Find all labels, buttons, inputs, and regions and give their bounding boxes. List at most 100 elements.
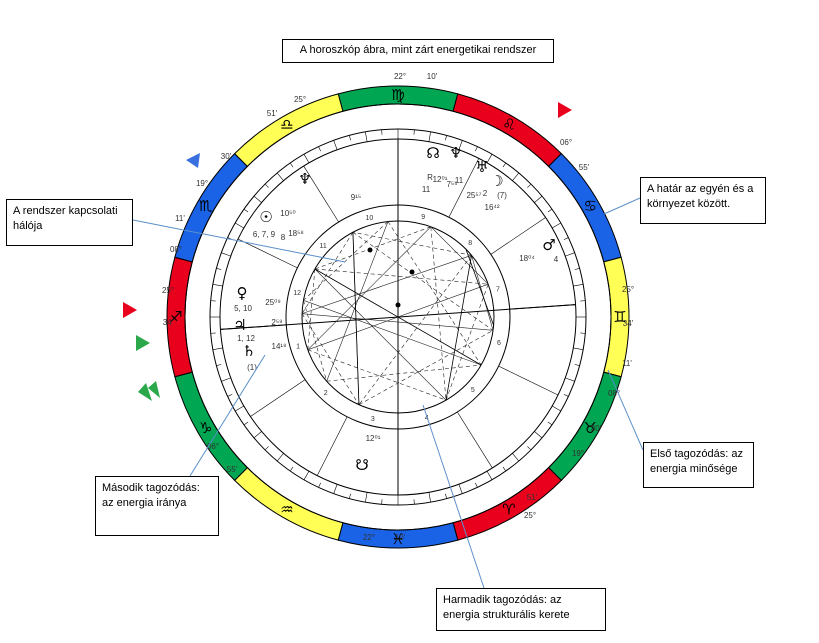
degree-tick <box>349 493 351 499</box>
chart-labels: 22°10'06°55'25°34'11'08°30'19°51'25°22°1… <box>162 72 634 542</box>
house-number: 3 <box>371 416 375 423</box>
blue-triangle-marker <box>186 153 200 168</box>
aspect-line <box>301 313 360 405</box>
aspect-line <box>314 268 447 401</box>
aspect-line <box>358 255 472 405</box>
cusp-minute: 10' <box>395 533 406 542</box>
degree-tick <box>458 140 463 150</box>
zodiac-glyph: ♒ <box>280 500 293 518</box>
degree-tick <box>243 421 249 426</box>
house-number: 9 <box>421 214 425 221</box>
degree-tick <box>428 131 431 142</box>
planet-glyph: ☉ <box>259 208 272 226</box>
aspect-line <box>445 255 472 401</box>
aspect-line <box>307 349 447 401</box>
planet-house: 4 <box>554 255 559 264</box>
zodiac-glyph: ♊ <box>613 308 626 326</box>
degree-tick <box>349 135 351 141</box>
degree-tick <box>552 222 561 229</box>
degree-tick <box>475 146 478 152</box>
degree-tick <box>303 154 310 163</box>
zodiac-ring: ♍♌♋♊♉♈♓♒♑♐♏♎ <box>166 85 630 549</box>
degree-tick <box>573 347 584 350</box>
planet-glyph: ☊ <box>426 144 439 162</box>
planet-glyph: ♄ <box>242 342 255 360</box>
degree-tick <box>547 208 553 213</box>
cusp-degree: 22° <box>394 72 406 81</box>
planet-house: (1) <box>247 363 257 372</box>
degree-tick <box>552 405 561 412</box>
planet-glyph: ♃ <box>233 316 246 334</box>
house-number: 5 <box>471 387 475 394</box>
planet-degree: 8 <box>281 233 286 242</box>
planet-extra: 11 <box>422 185 431 194</box>
callout-network: A rendszer kapcsolati hálója <box>6 199 133 246</box>
degree-tick <box>365 492 368 503</box>
planet-house: 6, 7, 9 <box>253 230 276 239</box>
planet-degree: 25⁰⁹ <box>265 298 281 307</box>
planet-degree: 14¹⁸ <box>272 342 287 351</box>
degree-ticks <box>210 129 586 505</box>
degree-tick <box>216 268 222 270</box>
red-triangle-marker <box>558 102 572 118</box>
green-triangle-marker <box>148 381 160 398</box>
house-number: 8 <box>468 240 472 247</box>
aspect-line <box>301 255 472 314</box>
degree-tick <box>574 268 580 270</box>
leader-second <box>189 354 266 477</box>
planet-degree: 7⁵⁵ <box>446 180 457 189</box>
aspect-node <box>367 247 373 253</box>
misc-degree: 18⁵⁸ <box>288 229 304 238</box>
degree-tick <box>227 394 233 397</box>
zodiac-glyph: ♑ <box>199 419 212 437</box>
cusp-degree: 22° <box>363 533 375 542</box>
house-number: 2 <box>324 390 328 397</box>
degree-tick <box>502 162 507 168</box>
house-cusp-line <box>237 238 298 269</box>
green-triangle-marker <box>136 335 150 351</box>
degree-tick <box>445 135 447 141</box>
degree-tick <box>365 131 368 142</box>
cusp-minute: 25° <box>294 95 306 104</box>
degree-tick <box>512 172 520 181</box>
cusp-degree: 25° <box>622 285 634 294</box>
degree-tick <box>221 252 231 257</box>
degree-tick <box>289 162 294 168</box>
degree-tick <box>235 222 244 229</box>
cusp-minute: 08° <box>170 245 182 254</box>
aspect-line <box>358 330 494 405</box>
aspect-line <box>326 221 389 382</box>
planet-degree: 18⁰⁴ <box>519 254 535 263</box>
planet-glyph: ♅ <box>475 158 488 176</box>
planet-glyph: ☋ <box>355 456 368 474</box>
aspect-line <box>301 232 354 314</box>
house-cusp-line <box>303 165 339 223</box>
aspect-line <box>307 226 432 351</box>
planet-extra: 10⁵⁰ <box>280 209 295 218</box>
zodiac-glyph: ♓ <box>391 530 404 548</box>
degree-tick <box>253 195 262 203</box>
planet-house: 2 <box>483 189 488 198</box>
leader-third <box>422 404 485 589</box>
degree-tick <box>289 466 294 472</box>
degree-tick <box>502 466 507 472</box>
zodiac-glyph: ♐ <box>169 308 182 326</box>
degree-tick <box>428 492 431 503</box>
house-cusp-line <box>457 411 493 469</box>
planet-degree: 12⁰¹ <box>433 175 448 184</box>
red-triangle-marker <box>123 302 137 318</box>
cusp-minute: 19° <box>572 449 584 458</box>
degree-tick <box>276 172 284 181</box>
degree-tick <box>264 446 269 451</box>
cusp-minute: 08° <box>608 389 620 398</box>
degree-tick <box>565 252 575 257</box>
leader-boundary <box>603 197 641 215</box>
planet-degree: 12⁰¹ <box>366 434 381 443</box>
cusp-degree: 11' <box>622 359 632 368</box>
planet-house: (7) <box>497 191 507 200</box>
house-cusp-line <box>316 416 348 476</box>
aspect-node <box>395 302 401 308</box>
aspect-line <box>303 221 389 301</box>
callout-second: Második tagozódás: az energia iránya <box>95 476 219 536</box>
house-cusp-line <box>448 158 480 218</box>
